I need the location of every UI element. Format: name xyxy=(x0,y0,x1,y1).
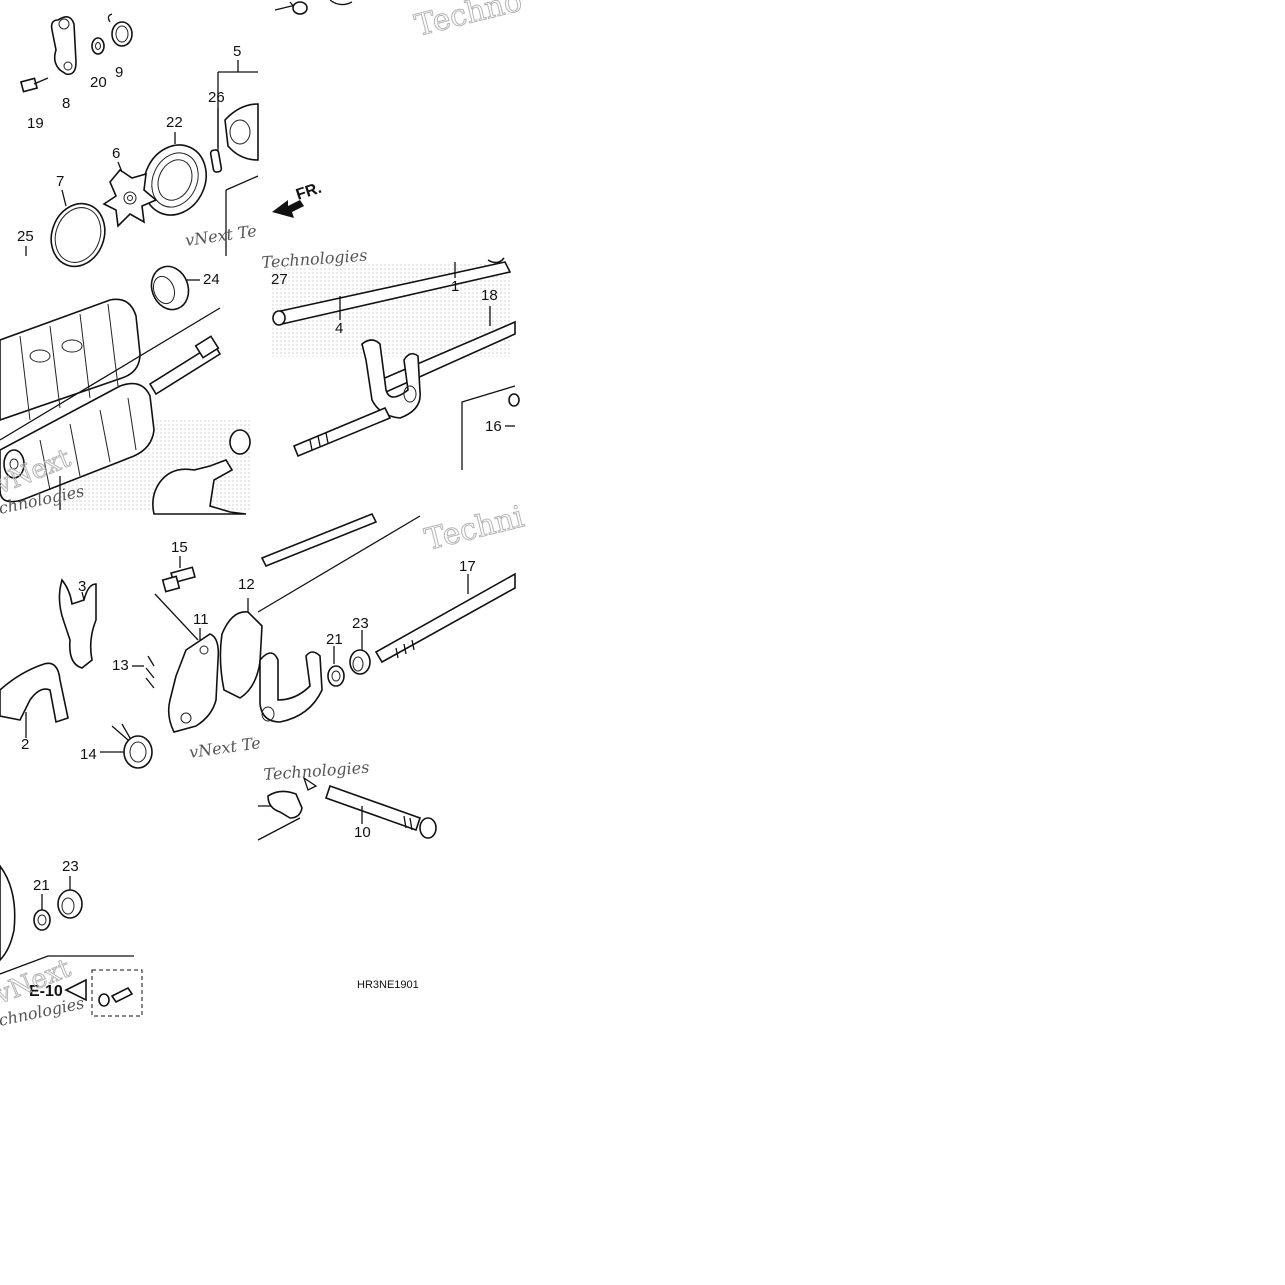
callout-19: 19 xyxy=(27,115,44,132)
bolt-15 xyxy=(154,556,199,641)
watermark-text: Technologies xyxy=(263,758,370,784)
callout-11: 11 xyxy=(193,611,209,628)
watermark-text: vNext Te xyxy=(188,733,262,762)
bearing-22 xyxy=(143,132,207,216)
section-ref-label: E-10 xyxy=(29,983,63,1000)
callout-5: 5 xyxy=(233,43,241,60)
callout-14: 14 xyxy=(80,746,97,763)
star-plate-6 xyxy=(102,168,158,228)
watermark-text: Techni xyxy=(421,499,527,557)
spring-13 xyxy=(132,655,155,689)
fork-bottom xyxy=(152,459,247,515)
ref-arrow xyxy=(64,978,87,1002)
callout-13: 13 xyxy=(112,657,129,674)
spring-9 xyxy=(107,13,133,47)
watermark-text: vNext Te xyxy=(184,221,258,250)
callout-2: 2 xyxy=(21,736,29,753)
callout-16: 16 xyxy=(485,418,502,435)
shift-arm-8 xyxy=(50,16,77,76)
partial-plate xyxy=(0,864,16,962)
callout-21b: 21 xyxy=(33,877,50,894)
spring-14 xyxy=(100,723,153,769)
callout-12: 12 xyxy=(238,576,255,593)
watermark-text: Techno xyxy=(411,0,525,44)
shaft-17 xyxy=(374,572,516,664)
callout-18: 18 xyxy=(481,287,498,304)
partial-part xyxy=(487,257,505,264)
callout-23: 23 xyxy=(352,615,369,632)
callout-7: 7 xyxy=(56,173,64,190)
watermark: Techno vNext Te Technologies vNext chnol… xyxy=(0,0,528,1030)
callout-3: 3 xyxy=(78,578,86,595)
callout-4: 4 xyxy=(335,320,343,337)
callout-8: 8 xyxy=(62,95,70,112)
callout-15: 15 xyxy=(171,539,188,556)
fork-lower xyxy=(267,790,303,819)
callout-6: 6 xyxy=(112,145,120,162)
shaft-10 xyxy=(324,784,422,832)
bearing-24 xyxy=(150,265,200,311)
tile-bottom-left xyxy=(0,864,143,1017)
callout-1: 1 xyxy=(451,278,459,295)
ref-detail-box xyxy=(91,969,143,1017)
callout-27: 27 xyxy=(271,271,288,288)
shift-drum-upper xyxy=(0,298,141,421)
washer-21 xyxy=(327,665,345,687)
callout-26: 26 xyxy=(208,89,225,106)
front-arrow: FR. xyxy=(272,180,324,218)
callout-21: 21 xyxy=(326,631,343,648)
callout-17: 17 xyxy=(459,558,476,575)
callout-24: 24 xyxy=(203,271,220,288)
callout-22: 22 xyxy=(166,114,183,131)
washer-21b xyxy=(33,909,51,931)
plate-12 xyxy=(219,611,263,699)
direction-label: FR. xyxy=(294,180,324,204)
tile-top-left xyxy=(19,0,353,268)
bolt-19 xyxy=(19,77,49,93)
fork-3 xyxy=(58,578,97,669)
callout-25: 25 xyxy=(17,228,34,245)
bearing-23 xyxy=(349,649,371,675)
pin-26 xyxy=(209,149,223,173)
gear-7 xyxy=(50,202,106,268)
tile-lower xyxy=(257,776,437,841)
partial-drum xyxy=(224,103,259,161)
tile-middle-left xyxy=(0,265,251,515)
callout-20: 20 xyxy=(90,74,107,91)
tile-top-right xyxy=(272,257,520,470)
callout-10: 10 xyxy=(354,824,371,841)
callout-9: 9 xyxy=(115,64,123,81)
callout-labels: 27 4 1 18 16 8 20 9 19 5 26 22 6 7 25 24… xyxy=(17,43,502,1000)
washer-20 xyxy=(91,37,105,55)
fork-2 xyxy=(0,662,69,724)
tile-middle-bottom xyxy=(0,512,516,769)
shift-arm-17 xyxy=(259,651,323,723)
drawing-code: HR3NE1901 xyxy=(357,979,419,991)
plate-11 xyxy=(167,633,220,733)
shift-drum-lower xyxy=(0,382,155,503)
callout-23b: 23 xyxy=(62,858,79,875)
